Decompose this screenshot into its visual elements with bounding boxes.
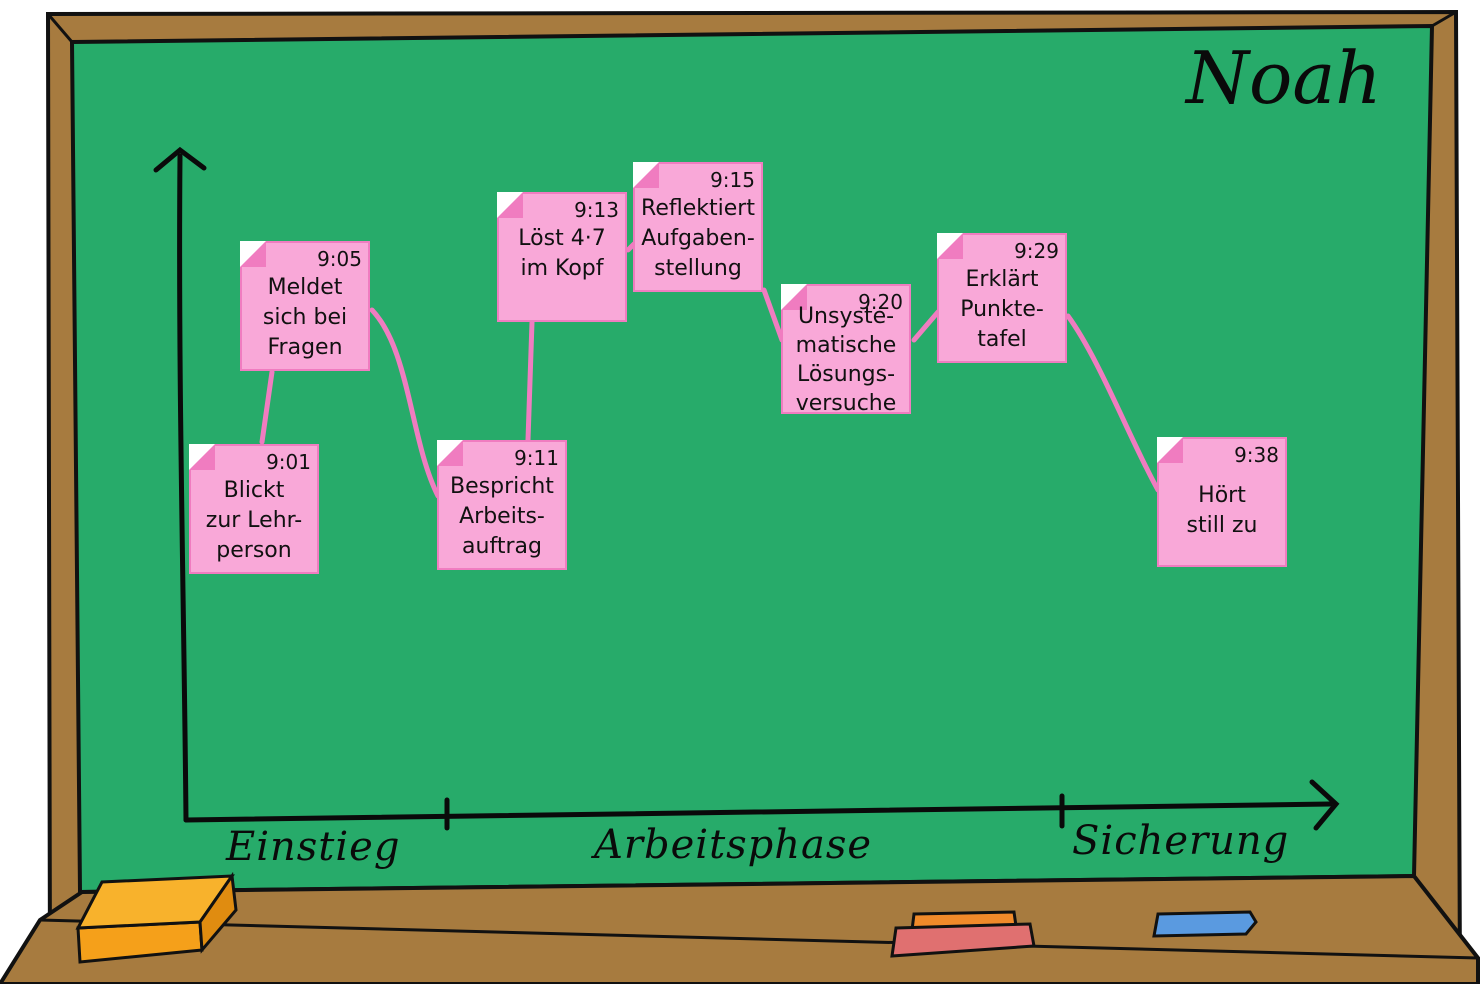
note-time: 9:11 xyxy=(514,446,559,470)
note-text: Erklärt Punkte- tafel xyxy=(960,267,1044,352)
connector-5 xyxy=(761,287,785,343)
phase-label-sicherung: Sicherung xyxy=(1072,818,1290,864)
note-text: Reflektiert Aufgaben- stellung xyxy=(641,196,755,281)
phase-label-einstieg: Einstieg xyxy=(226,824,401,870)
sticky-note: 9:13 Löst 4·7 im Kopf xyxy=(497,192,627,322)
note-time: 9:01 xyxy=(266,450,311,474)
x-axis xyxy=(183,779,1340,831)
note-fold-icon xyxy=(437,440,463,466)
note-time: 9:29 xyxy=(1014,239,1059,263)
note-text: Blickt zur Lehr- person xyxy=(205,478,303,563)
sponge-icon xyxy=(75,871,238,964)
note-time: 9:38 xyxy=(1234,443,1279,467)
connector-3 xyxy=(525,319,535,443)
sticky-note: 9:20 Unsyste- matische Lösungs- versuche xyxy=(781,284,911,416)
note-time: 9:05 xyxy=(317,247,362,271)
note-fold-icon xyxy=(781,284,807,310)
note-text: Unsyste- matische Lösungs- versuche xyxy=(795,304,897,416)
phase-label-arbeitsphase: Arbeitsphase xyxy=(594,822,873,868)
connector-7 xyxy=(1065,313,1161,493)
chalk-red-icon xyxy=(890,922,1036,958)
note-fold-icon xyxy=(1157,437,1183,463)
sticky-note: 9:11 Bespricht Arbeits- auftrag xyxy=(437,440,567,570)
student-name: Noah xyxy=(1186,36,1382,120)
note-fold-icon xyxy=(189,444,215,470)
timeline-connectors xyxy=(259,241,1161,499)
sticky-note: 9:15 Reflektiert Aufgaben- stellung xyxy=(633,162,763,292)
note-text: Meldet sich bei Fragen xyxy=(262,275,348,360)
sticky-note: 9:01 Blickt zur Lehr- person xyxy=(189,444,319,574)
connector-2 xyxy=(369,307,441,499)
y-axis xyxy=(153,146,207,823)
note-time: 9:15 xyxy=(710,168,755,192)
note-fold-icon xyxy=(937,233,963,259)
sticky-note: 9:29 Erklärt Punkte- tafel xyxy=(937,233,1067,363)
note-text: Hört still zu xyxy=(1186,483,1258,538)
chalk-blue-icon xyxy=(1152,910,1258,938)
note-fold-icon xyxy=(497,192,523,218)
note-text: Löst 4·7 im Kopf xyxy=(518,226,606,281)
connector-6 xyxy=(911,309,941,343)
sticky-note: 9:38 Hört still zu xyxy=(1157,437,1287,567)
sticky-note: 9:05 Meldet sich bei Fragen xyxy=(240,241,370,371)
note-time: 9:13 xyxy=(574,198,619,222)
note-fold-icon xyxy=(240,241,266,267)
note-time: 9:20 xyxy=(858,290,903,314)
note-fold-icon xyxy=(633,162,659,188)
connector-1 xyxy=(259,369,275,445)
note-text: Bespricht Arbeits- auftrag xyxy=(450,474,554,559)
